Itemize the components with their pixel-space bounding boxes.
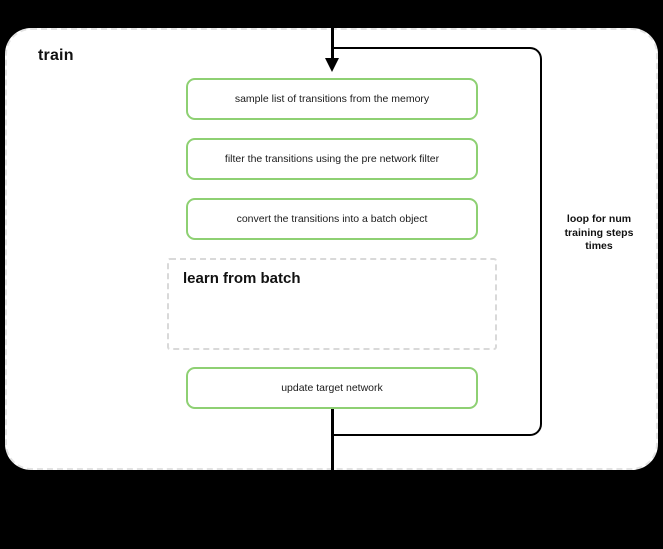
step-label-update: update target network (281, 382, 383, 394)
exit-line (331, 409, 334, 549)
step-label-filter: filter the transitions using the pre net… (224, 153, 440, 165)
subgraph-learn-from-batch[interactable]: learn from batch (167, 258, 497, 350)
step-label-sample: sample list of transitions from the memo… (234, 93, 430, 105)
step-box-filter[interactable]: filter the transitions using the pre net… (186, 138, 478, 180)
subgraph-title-learn-from-batch: learn from batch (183, 270, 301, 287)
step-label-convert: convert the transitions into a batch obj… (236, 213, 428, 225)
step-box-update[interactable]: update target network (186, 367, 478, 409)
step-box-convert[interactable]: convert the transitions into a batch obj… (186, 198, 478, 240)
step-box-sample[interactable]: sample list of transitions from the memo… (186, 78, 478, 120)
page-title: train (38, 47, 74, 64)
entry-arrow-shaft (331, 0, 334, 62)
entry-arrow-head-icon (325, 58, 339, 72)
loop-label: loop for num training steps times (564, 213, 634, 252)
